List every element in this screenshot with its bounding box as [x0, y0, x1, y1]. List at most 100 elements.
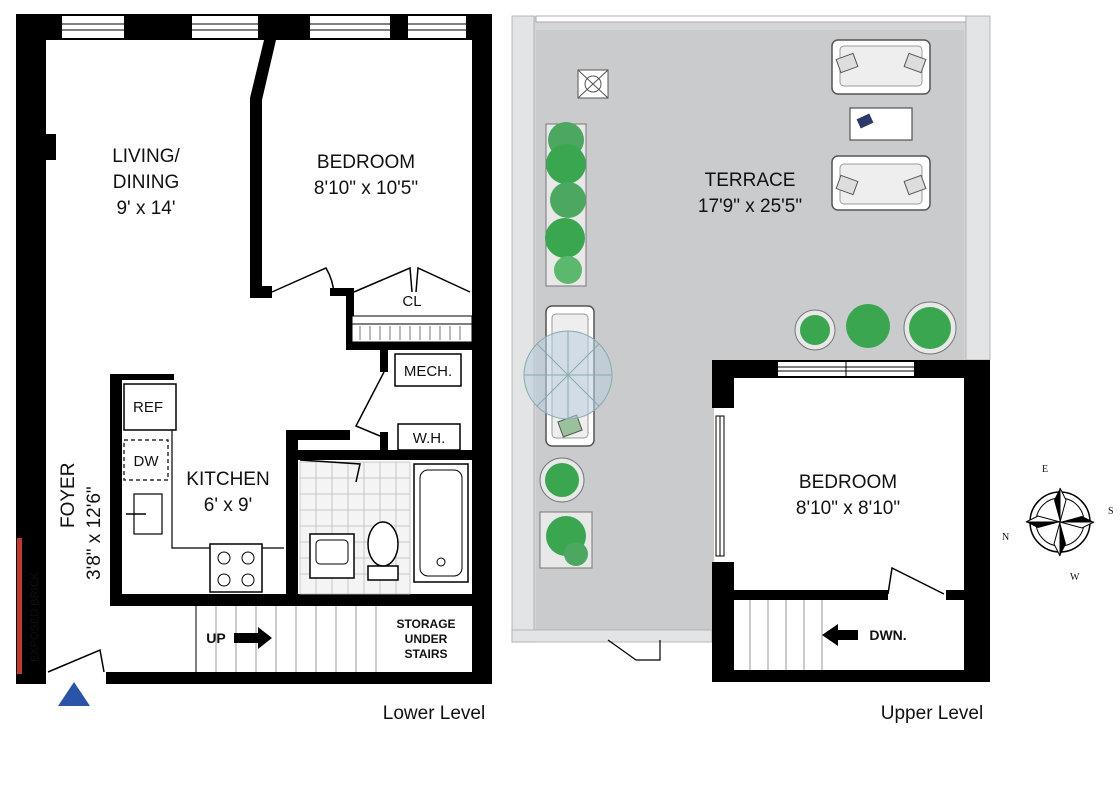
planter	[539, 511, 593, 569]
terrace-bottom-strip	[511, 629, 713, 643]
bath-top-wall-left	[286, 430, 350, 440]
up-arrow	[234, 627, 272, 649]
bedroom-bottom-wall-mid	[330, 288, 350, 296]
terrace-size: 17'9" x 25'5"	[698, 196, 802, 217]
dishwasher	[123, 439, 169, 481]
planter	[903, 301, 957, 355]
planter	[545, 122, 587, 287]
door-swing	[354, 371, 385, 437]
door-swing	[299, 459, 361, 483]
upper-bedroom-bottom-wall	[712, 670, 990, 682]
bedroom-partition-wall	[250, 40, 276, 290]
upper-bedroom-divider-right	[946, 590, 976, 600]
lower-right-wall	[472, 14, 492, 684]
bathroom-sink-basin	[315, 539, 349, 565]
upper-level-caption: Upper Level	[881, 703, 983, 724]
window	[310, 16, 390, 38]
planter	[794, 309, 836, 351]
kitchen-left-wall	[110, 374, 122, 604]
window	[192, 16, 258, 38]
entry-door-swing	[47, 648, 105, 673]
upper-bedroom-left-wall-bottom	[712, 562, 734, 682]
sliding-door	[715, 415, 725, 557]
entry-marker	[58, 682, 90, 706]
terrace-right-strip	[965, 15, 991, 361]
door-swing	[353, 266, 413, 293]
door-swing	[607, 639, 661, 661]
mech-left-wall	[380, 350, 388, 372]
coffee-table	[849, 107, 913, 141]
bedroom-lower-name: BEDROOM	[317, 152, 415, 173]
terrace-name: TERRACE	[705, 170, 796, 191]
terrace-top-edge	[535, 15, 967, 23]
foyer-size: 3'8" x 12'6"	[84, 486, 105, 580]
living-size: 9' x 14'	[116, 198, 175, 219]
compass-east: E	[1042, 464, 1048, 475]
bedroom-lower-size: 8'10" x 10'5"	[314, 178, 418, 199]
upper-bedroom-right-wall	[964, 360, 990, 682]
wh-left-wall	[380, 432, 388, 454]
lower-level: CL MECH. W.H.	[16, 14, 492, 724]
closet-left-wall	[346, 288, 354, 346]
closet-label: CL	[402, 293, 421, 310]
living-name-line2: DINING	[113, 172, 180, 193]
closet-shelf	[351, 315, 473, 343]
bath-left-wall	[286, 430, 298, 600]
mech-box	[394, 353, 462, 387]
lower-bottom-wall	[106, 672, 492, 684]
wh-box	[397, 423, 461, 451]
kitchen-sink	[133, 493, 163, 535]
bedroom-bottom-wall	[250, 286, 272, 298]
umbrella	[523, 330, 613, 420]
storage-line1: STORAGE	[396, 617, 455, 631]
lower-level-caption: Lower Level	[383, 703, 485, 724]
kitchen-top-stub	[110, 374, 174, 380]
living-name-line1: LIVING/	[112, 146, 180, 167]
terrace-left-strip	[511, 15, 535, 643]
refrigerator-label: REF	[133, 399, 163, 416]
bedroom-upper-size: 8'10" x 8'10"	[796, 498, 900, 519]
upper-bedroom-left-wall-top	[712, 360, 734, 408]
stairs-down-label: DWN.	[869, 627, 906, 643]
door-swing	[887, 566, 945, 595]
bath-top-wall	[286, 450, 472, 460]
planter	[539, 457, 585, 503]
planter	[846, 304, 890, 348]
compass-west: W	[1070, 572, 1080, 583]
toilet	[367, 521, 399, 581]
bathtub	[413, 463, 469, 583]
closet-bottom-wall	[346, 342, 472, 350]
refrigerator	[123, 383, 177, 431]
bedroom-upper-name: BEDROOM	[799, 472, 897, 493]
vent-icon	[577, 69, 609, 99]
wall-notch	[46, 134, 56, 160]
window	[62, 16, 124, 38]
compass-rose: E S W N	[1002, 464, 1114, 583]
mech-label: MECH.	[404, 363, 452, 380]
lounge-sofa	[831, 155, 931, 211]
exposed-brick-label: EXPOSED BRICK	[29, 571, 41, 662]
window	[408, 16, 466, 38]
stove	[209, 543, 263, 593]
down-arrow	[822, 624, 858, 646]
dishwasher-label: DW	[134, 453, 160, 470]
upper-level: BEDROOM 8'10" x 8'10" DWN. TERRACE 17'9"…	[511, 15, 991, 724]
upper-bedroom-floor	[714, 360, 990, 682]
window	[778, 362, 914, 376]
water-heater-label: W.H.	[413, 430, 446, 447]
compass-south: S	[1108, 506, 1114, 517]
storage-line3: STAIRS	[404, 647, 447, 661]
lounge-sofa	[831, 39, 931, 95]
kitchen-name: KITCHEN	[186, 469, 269, 490]
storage-line2: UNDER	[405, 632, 448, 646]
foyer-name: FOYER	[58, 463, 79, 528]
upper-bedroom-divider-left	[712, 590, 888, 600]
door-swing	[415, 266, 471, 293]
lower-bottom-wall-left	[16, 672, 46, 684]
exposed-brick-strip	[17, 538, 22, 674]
kitchen-size: 6' x 9'	[204, 495, 252, 516]
stairs-up-label: UP	[206, 630, 225, 646]
upper-stairs	[749, 600, 823, 670]
door-swing	[271, 267, 335, 295]
